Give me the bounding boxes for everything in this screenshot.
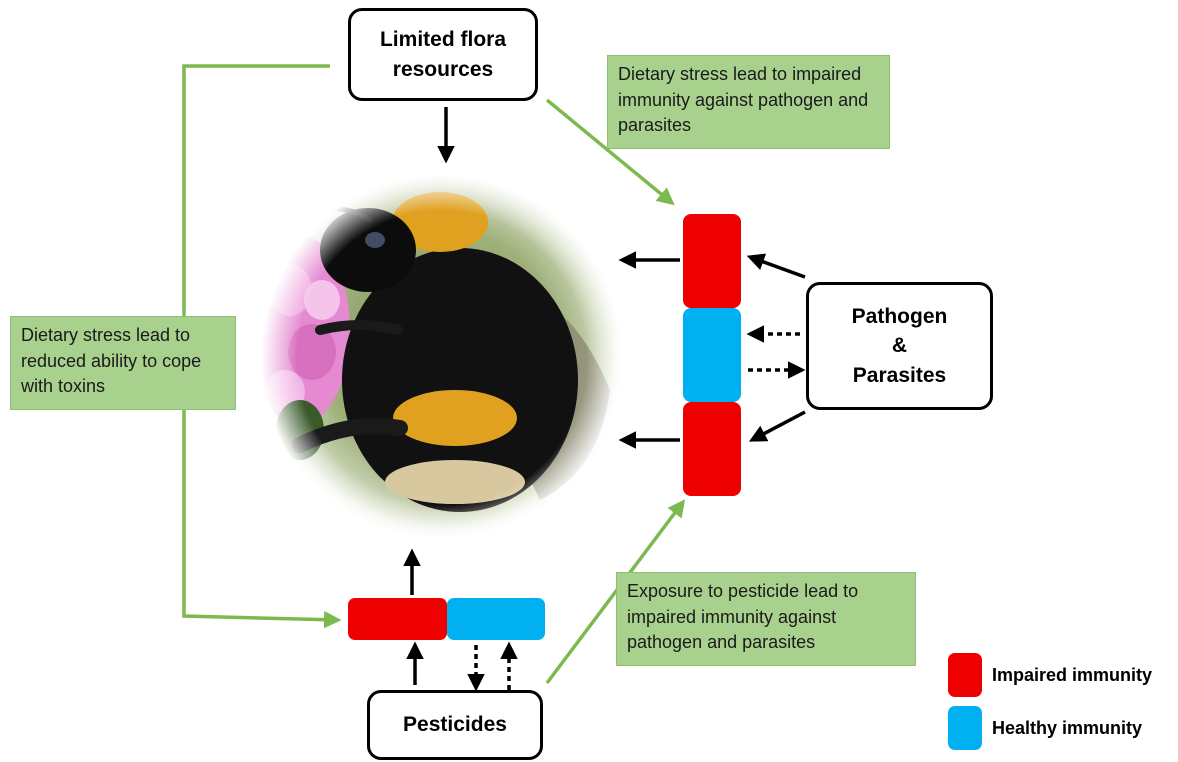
note-text: Dietary stress lead to impaired immunity… [618,64,868,135]
arrow-pathogen-to-bottom-red [752,412,805,440]
legend-item-impaired: Impaired immunity [948,653,1152,697]
impaired-immunity-block [683,214,741,308]
immunity-stack-pathogen [683,214,741,496]
node-label: Pesticides [403,710,507,739]
legend-label: Healthy immunity [992,718,1142,739]
node-label: Pathogen & Parasites [852,302,948,390]
note-dietary-stress-toxins: Dietary stress lead to reduced ability t… [10,316,236,410]
impaired-immunity-block [348,598,447,640]
arrow-pathogen-to-top-red [750,257,805,277]
legend-swatch-blue [948,706,982,750]
legend-label: Impaired immunity [992,665,1152,686]
legend-swatch-red [948,653,982,697]
node-limited-flora-resources: Limited flora resources [348,8,538,101]
note-text: Dietary stress lead to reduced ability t… [21,325,201,396]
note-text: Exposure to pesticide lead to impaired i… [627,581,858,652]
healthy-immunity-block [683,308,741,402]
node-pathogen-parasites: Pathogen & Parasites [806,282,993,410]
legend-item-healthy: Healthy immunity [948,706,1142,750]
note-pesticide-exposure: Exposure to pesticide lead to impaired i… [616,572,916,666]
healthy-immunity-block [447,598,545,640]
node-label: Limited flora resources [380,25,506,84]
bumblebee-photo [250,174,623,542]
note-dietary-stress-immunity: Dietary stress lead to impaired immunity… [607,55,890,149]
immunity-bar-pesticide [348,598,545,640]
node-pesticides: Pesticides [367,690,543,760]
impaired-immunity-block [683,402,741,496]
